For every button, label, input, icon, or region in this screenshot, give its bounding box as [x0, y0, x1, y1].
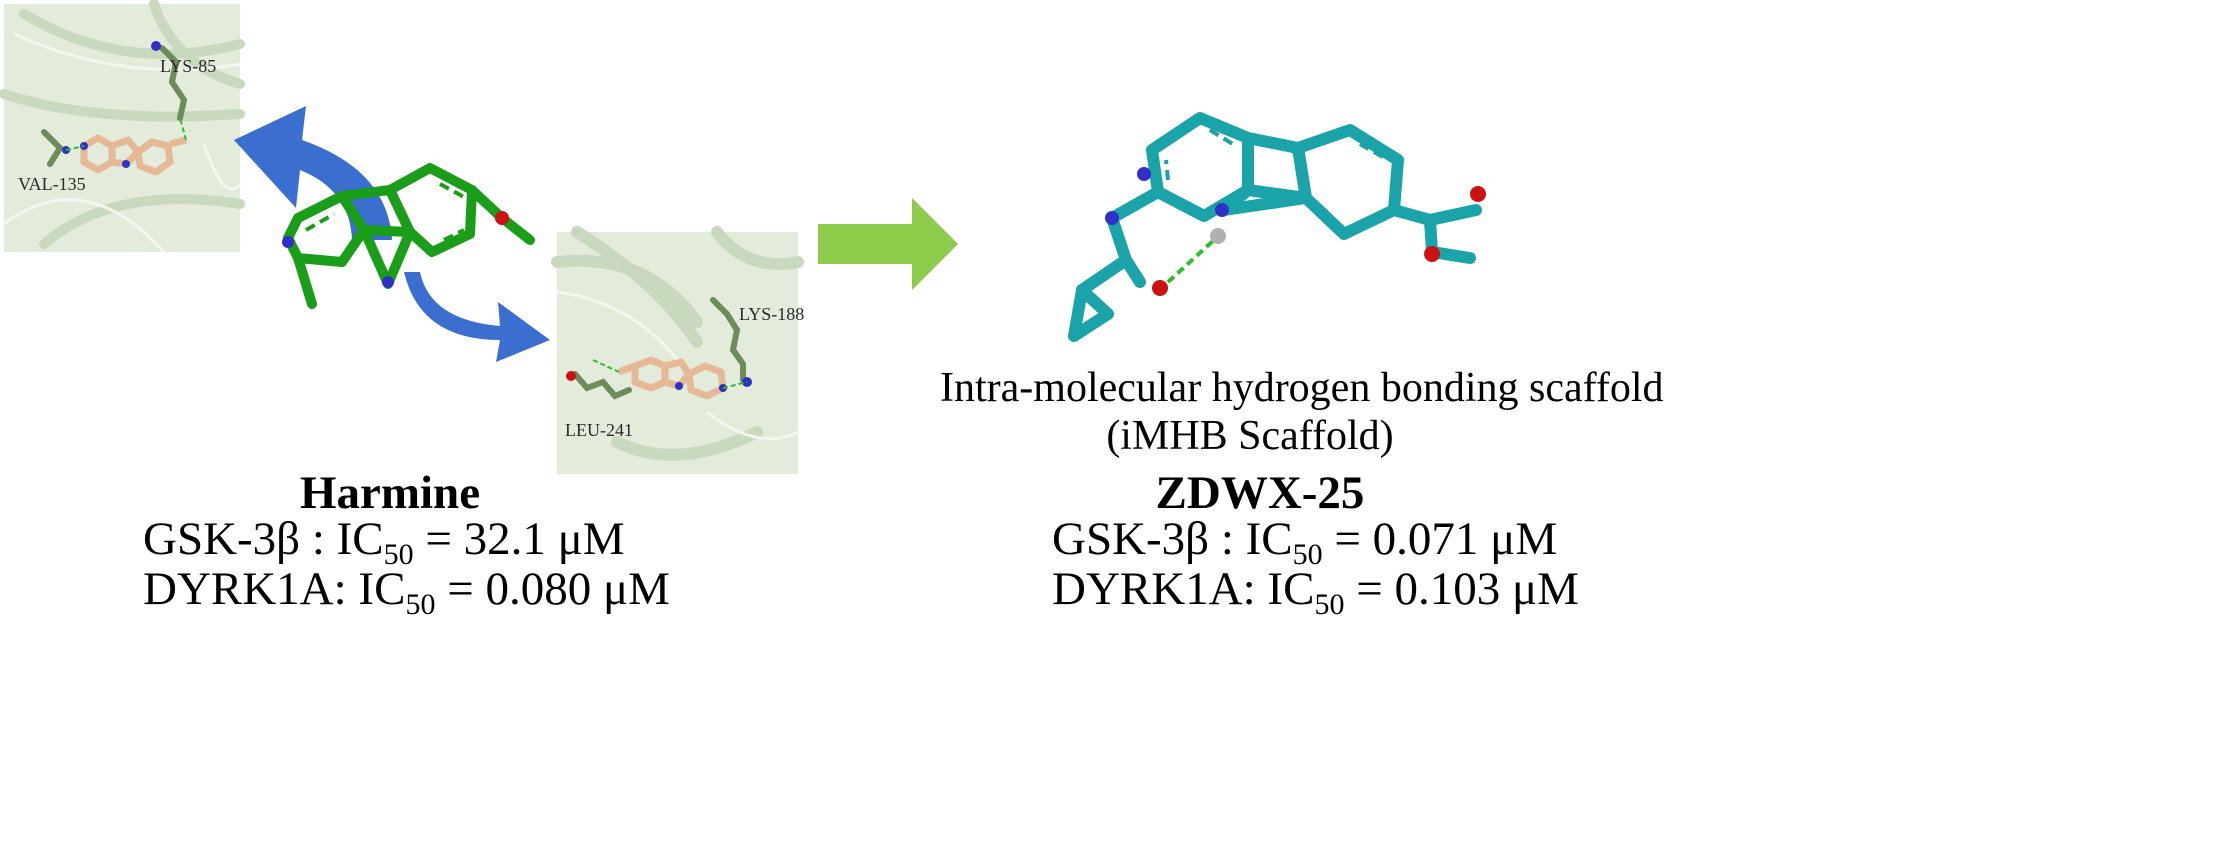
gsk3b-pocket-graphic	[0, 0, 245, 254]
zdwx25-indole-n	[1215, 203, 1229, 217]
lys188-label: LYS-188	[739, 304, 805, 324]
harmine-methoxy-o	[495, 211, 509, 225]
harmine-pyridine-n	[282, 236, 294, 248]
zdwx25-amide-n	[1105, 211, 1119, 225]
zdwx25-ester-o1	[1470, 186, 1486, 202]
val135-label: VAL-135	[18, 174, 86, 194]
harmine-gsk3b-ic50: GSK-3β : IC50 = 32.1 μM	[143, 512, 625, 570]
zdwx25-gsk3b-sub: 50	[1292, 538, 1323, 571]
blue-arrow-to-gsk3b	[234, 106, 392, 240]
harmine-gsk3b-sub: 50	[383, 538, 414, 571]
lys85-nitrogen	[151, 41, 161, 51]
zdwx25-indole-h	[1210, 228, 1226, 244]
harmine-name: Harmine	[299, 467, 481, 519]
harmine-dyrk1a-ic50: DYRK1A: IC50 = 0.080 μM	[143, 562, 670, 620]
gsk3b-pocket-panel: LYS-85 VAL-135	[0, 0, 245, 254]
zdwx25-ester-o2	[1424, 246, 1440, 262]
zdwx25-pyridine-n	[1137, 167, 1151, 181]
zdwx25-dyrk1a-value: = 0.103 μM	[1344, 563, 1579, 615]
zdwx25-dyrk1a-ic50: DYRK1A: IC50 = 0.103 μM	[1052, 562, 1579, 620]
zdwx25-gsk3b-value: = 0.071 μM	[1322, 513, 1558, 565]
harmine-dyrk1a-sub: 50	[405, 588, 436, 621]
harmine-dyrk1a-prefix: DYRK1A: IC	[143, 563, 406, 615]
harmine-gsk3b-prefix: GSK-3β : IC	[143, 513, 384, 565]
lys85-label: LYS-85	[160, 56, 217, 76]
green-arrow-optimization	[818, 198, 958, 290]
leu241-oxygen	[566, 371, 576, 381]
zdwx25-gsk3b-ic50: GSK-3β : IC50 = 0.071 μM	[1052, 512, 1558, 570]
harmine-dyrk1a-value: = 0.080 μM	[435, 563, 670, 615]
scaffold-caption-line2: (iMHB Scaffold)	[1106, 413, 1394, 459]
harmine-structure	[283, 163, 535, 309]
zdwx25-intramolecular-hbond	[1166, 238, 1216, 284]
zdwx25-dyrk1a-sub: 50	[1314, 588, 1345, 621]
dyrk1a-pocket-panel: LYS-188 LEU-241	[551, 226, 804, 474]
zdwx25-dyrk1a-prefix: DYRK1A: IC	[1052, 563, 1315, 615]
leu241-label: LEU-241	[565, 420, 633, 440]
dyrk1a-pocket-graphic	[551, 226, 804, 461]
scaffold-caption-line1: Intra-molecular hydrogen bonding scaffol…	[940, 365, 1664, 411]
zdwx25-gsk3b-prefix: GSK-3β : IC	[1052, 513, 1293, 565]
zdwx25-name: ZDWX-25	[1155, 467, 1365, 519]
harmine-indole-n	[382, 276, 394, 288]
zdwx25-structure	[1068, 112, 1482, 342]
blue-arrow-to-dyrk1a	[404, 272, 550, 362]
zdwx25-amide-o	[1152, 280, 1168, 296]
harmine-gsk3b-value: = 32.1 μM	[413, 513, 625, 565]
